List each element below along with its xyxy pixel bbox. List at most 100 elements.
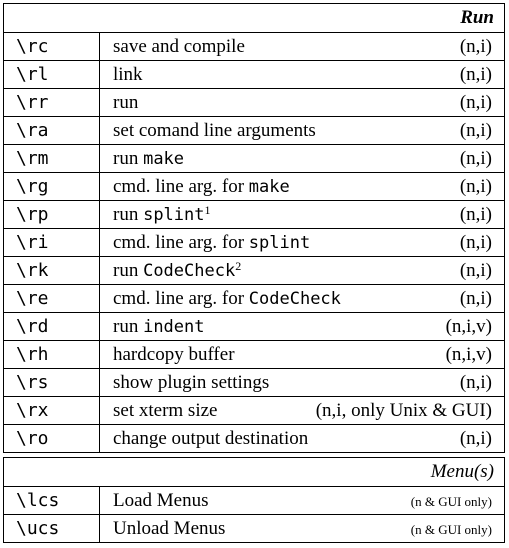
run-commands-table: Run \rc save and compile (n,i) \rl link (n,i)… — [3, 3, 505, 453]
command-description-cell: run indent (n,i,v) — [99, 312, 505, 341]
command-description: set comand line arguments — [113, 120, 316, 142]
command-description-cell: hardcopy buffer (n,i,v) — [99, 340, 505, 369]
command-description-cell: cmd. line arg. for make (n,i) — [99, 172, 505, 201]
command-key: \rg — [3, 172, 100, 201]
command-description-cell: run (n,i) — [99, 88, 505, 117]
command-description-cell: run CodeCheck2 (n,i) — [99, 256, 505, 285]
command-row: \ucs Unload Menus (n & GUI only) — [3, 514, 505, 543]
command-key: \ucs — [3, 514, 100, 543]
program-name: make — [143, 148, 185, 169]
program-name: make — [248, 176, 290, 197]
command-modes: (n,i,v) — [445, 315, 492, 337]
command-description-cell: link (n,i) — [99, 60, 505, 89]
description-text: hardcopy buffer — [113, 343, 235, 365]
command-description: save and compile — [113, 36, 245, 58]
command-key: \rm — [3, 144, 100, 173]
command-modes: (n,i, only Unix & GUI) — [315, 399, 492, 421]
command-description: change output destination — [113, 428, 308, 450]
program-name: CodeCheck — [143, 260, 236, 281]
command-key: \rc — [3, 32, 100, 61]
command-key: \rd — [3, 312, 100, 341]
description-text: save and compile — [113, 35, 245, 57]
command-description: run indent — [113, 316, 205, 338]
description-text: cmd. line arg. for — [113, 175, 249, 197]
command-row: \rx set xterm size (n,i, only Unix & GUI) — [3, 396, 505, 425]
command-key: \lcs — [3, 486, 100, 515]
command-description: run — [113, 92, 138, 114]
command-row: \rd run indent (n,i,v) — [3, 312, 505, 341]
program-name: CodeCheck — [248, 288, 341, 309]
command-modes: (n,i) — [459, 63, 492, 85]
command-description-cell: run make(n,i) — [99, 144, 505, 173]
footnote-marker: 2 — [235, 258, 242, 273]
command-modes: (n,i) — [459, 259, 492, 281]
command-key: \rh — [3, 340, 100, 369]
description-text: cmd. line arg. for — [113, 231, 249, 253]
command-modes: (n,i) — [459, 91, 492, 113]
command-description: set xterm size — [113, 400, 217, 422]
menu-section-title: Menu(s) — [3, 457, 505, 487]
command-row: \rr run (n,i) — [3, 88, 505, 117]
command-description: run splint1 — [113, 204, 211, 226]
command-description-cell: show plugin settings(n,i) — [99, 368, 505, 397]
command-row: \ra set comand line arguments (n,i) — [3, 116, 505, 145]
command-description: cmd. line arg. for make — [113, 176, 290, 198]
command-description-cell: save and compile (n,i) — [99, 32, 505, 61]
command-modes: (n,i) — [459, 35, 492, 57]
command-key: \ro — [3, 424, 100, 453]
command-modes: (n & GUI only) — [410, 521, 492, 537]
command-key: \rs — [3, 368, 100, 397]
command-modes: (n,i) — [459, 119, 492, 141]
menu-section-header: Menu(s) — [3, 457, 505, 487]
command-modes: (n,i) — [459, 287, 492, 309]
command-description-cell: set xterm size (n,i, only Unix & GUI) — [99, 396, 505, 425]
command-description-cell: run splint1 (n,i) — [99, 200, 505, 229]
command-modes: (n,i) — [459, 427, 492, 449]
command-row: \rl link (n,i) — [3, 60, 505, 89]
command-key: \rx — [3, 396, 100, 425]
command-description-cell: cmd. line arg. for splint(n,i) — [99, 228, 505, 257]
command-key: \ra — [3, 116, 100, 145]
command-key: \rk — [3, 256, 100, 285]
command-description-cell: set comand line arguments (n,i) — [99, 116, 505, 145]
command-modes: (n,i) — [459, 203, 492, 225]
command-description: run CodeCheck2 — [113, 260, 241, 282]
command-modes: (n,i) — [459, 175, 492, 197]
command-description-cell: Load Menus(n & GUI only) — [99, 486, 505, 515]
command-row: \rc save and compile (n,i) — [3, 32, 505, 61]
command-description: run make — [113, 148, 184, 170]
program-name: splint — [248, 232, 311, 253]
command-key: \rr — [3, 88, 100, 117]
command-key: \rl — [3, 60, 100, 89]
description-text: Load Menus — [113, 489, 209, 511]
description-text: change output destination — [113, 427, 309, 449]
description-text: run — [113, 259, 144, 281]
program-name: splint — [143, 204, 205, 225]
run-section-header: Run — [3, 3, 505, 33]
description-text: run — [113, 91, 139, 113]
description-text: Unload Menus — [113, 517, 226, 539]
command-description: link — [113, 64, 143, 86]
description-text: run — [113, 203, 144, 225]
command-row: \rk run CodeCheck2 (n,i) — [3, 256, 505, 285]
command-description: hardcopy buffer — [113, 344, 235, 366]
description-text: show plugin settings — [113, 371, 270, 393]
command-modes: (n,i,v) — [445, 343, 492, 365]
description-text: link — [113, 63, 143, 85]
description-text: set comand line arguments — [113, 119, 316, 141]
command-row: \ro change output destination (n,i) — [3, 424, 505, 453]
program-name: indent — [143, 316, 205, 337]
command-description: cmd. line arg. for splint — [113, 232, 310, 254]
command-description-cell: change output destination (n,i) — [99, 424, 505, 453]
command-description: show plugin settings — [113, 372, 269, 394]
command-description-cell: cmd. line arg. for CodeCheck(n,i) — [99, 284, 505, 313]
footnote-marker: 1 — [204, 202, 211, 217]
command-key: \re — [3, 284, 100, 313]
